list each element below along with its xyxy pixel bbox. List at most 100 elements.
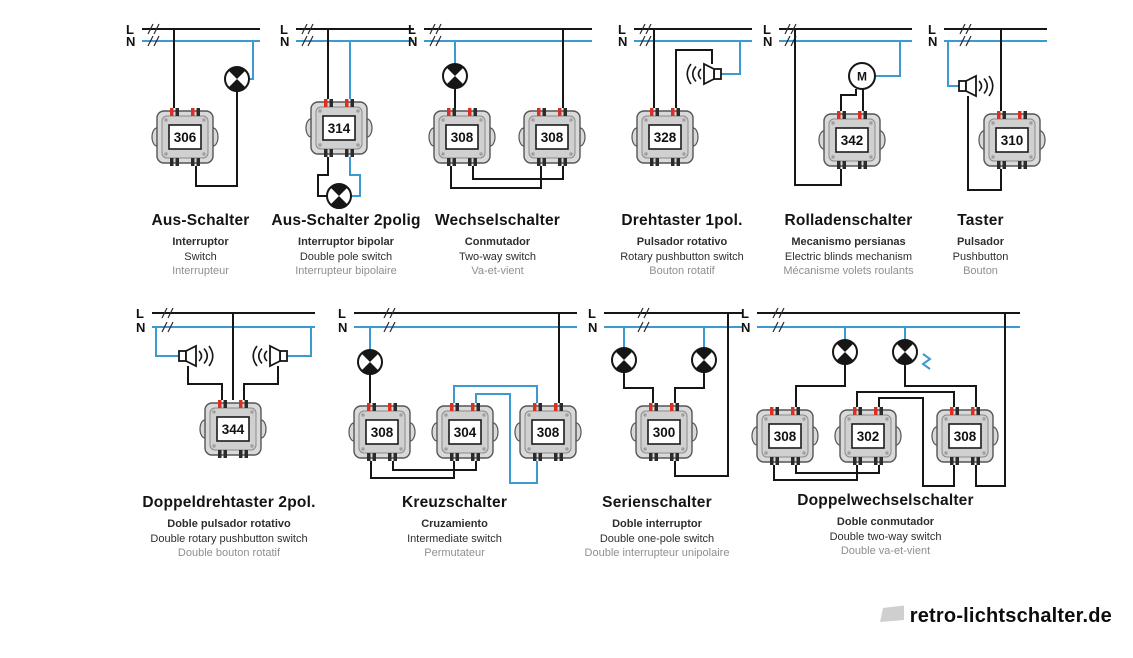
subtitle-fr: Bouton rotatif bbox=[649, 265, 715, 278]
neutral-label: N bbox=[741, 320, 750, 335]
switch-number: 344 bbox=[222, 422, 245, 437]
subtitle-fr: Double bouton rotatif bbox=[177, 547, 281, 560]
subtitle-es: Conmutador bbox=[464, 236, 531, 248]
diagram-caption: Doppeldrehtaster 2pol. Doble pulsador ro… bbox=[130, 494, 328, 561]
switch-number: 308 bbox=[954, 429, 977, 444]
diagram-caption: Taster Pulsador Pushbutton Bouton bbox=[908, 212, 1053, 279]
neutral-label: N bbox=[618, 34, 627, 49]
diagram-title: Doppeldrehtaster 2pol. bbox=[142, 494, 316, 511]
subtitle-en: Rotary pushbutton switch bbox=[620, 250, 744, 263]
site-logo: retro-lichtschalter.de bbox=[880, 604, 1112, 628]
switch-number: 306 bbox=[174, 130, 197, 145]
subtitle-fr: Bouton bbox=[963, 265, 998, 278]
subtitle-es: Doble conmutador bbox=[836, 516, 935, 528]
diagram-title: Doppelwechselschalter bbox=[797, 492, 974, 509]
subtitle-fr: Double va-et-vient bbox=[840, 545, 931, 558]
subtitle-en: Double one-pole switch bbox=[599, 532, 715, 545]
diagram-caption: Kreuzschalter Cruzamiento Intermediate s… bbox=[352, 494, 557, 561]
subtitle-es: Doble interruptor bbox=[612, 518, 702, 530]
circuit-taster: L N 310 bbox=[928, 22, 1047, 191]
phase-label: L bbox=[126, 22, 134, 37]
diagram-caption: Rolladenschalter Mecanismo persianas Ele… bbox=[756, 212, 941, 279]
lamp-icon bbox=[357, 348, 383, 376]
diagram-title: Wechselschalter bbox=[434, 212, 561, 229]
subtitle-en: Intermediate switch bbox=[407, 532, 502, 545]
subtitle-en: Double pole switch bbox=[299, 250, 393, 263]
switch-number: 328 bbox=[654, 130, 677, 145]
neutral-label: N bbox=[763, 34, 772, 49]
wiring bbox=[634, 23, 752, 108]
subtitle-es: Interruptor bbox=[172, 236, 229, 248]
wiring bbox=[354, 307, 577, 484]
subtitle-fr: Interrupteur bipolaire bbox=[295, 265, 397, 278]
subtitle-en: Double rotary pushbutton switch bbox=[150, 532, 308, 545]
logo-icon bbox=[880, 605, 904, 622]
neutral-label: N bbox=[408, 34, 417, 49]
circuit-aus-schalter: L N 306 bbox=[126, 22, 260, 187]
phase-label: L bbox=[136, 306, 144, 321]
logo-text: retro-lichtschalter.de bbox=[909, 605, 1112, 627]
subtitle-en: Pushbutton bbox=[952, 250, 1009, 263]
phase-label: L bbox=[928, 22, 936, 37]
circuit-drehtaster: L N 328 bbox=[618, 22, 752, 167]
circuit-doppelwechselschalter: L N 308 302 308 bbox=[741, 306, 1020, 487]
diagram-caption: Aus-Schalter Interruptor Switch Interrup… bbox=[118, 212, 283, 279]
wiring bbox=[779, 23, 912, 186]
phase-label: L bbox=[618, 22, 626, 37]
neutral-label: N bbox=[280, 34, 289, 49]
wiring bbox=[604, 307, 742, 477]
phase-label: L bbox=[588, 306, 596, 321]
circuit-rolladenschalter: L N M 342 bbox=[763, 22, 912, 186]
subtitle-es: Interruptor bipolar bbox=[298, 236, 394, 248]
circuit-doppeldrehtaster: L N 344 bbox=[136, 306, 315, 459]
switch-number: 302 bbox=[857, 429, 880, 444]
subtitle-fr: Double interrupteur unipolaire bbox=[584, 547, 730, 560]
wiring bbox=[296, 23, 414, 197]
circuit-aus-schalter-2polig: L N 314 bbox=[280, 22, 414, 210]
diagram-title: Rolladenschalter bbox=[784, 212, 913, 229]
switch-number: 300 bbox=[653, 425, 676, 440]
switch-number: 310 bbox=[1001, 133, 1024, 148]
lamp-icon bbox=[892, 338, 918, 366]
wiring bbox=[152, 307, 315, 400]
diagram-title: Serienschalter bbox=[602, 494, 712, 511]
switch-number: 308 bbox=[774, 429, 797, 444]
switch-number: 304 bbox=[454, 425, 477, 440]
circuit-serienschalter: L N 300 bbox=[588, 306, 742, 477]
wiring bbox=[944, 23, 1047, 191]
wiring bbox=[142, 23, 260, 187]
phase-label: L bbox=[280, 22, 288, 37]
subtitle-en: Two-way switch bbox=[458, 250, 537, 263]
neutral-label: N bbox=[928, 34, 937, 49]
switch-number: 308 bbox=[537, 425, 560, 440]
switch-number: 308 bbox=[371, 425, 394, 440]
phase-label: L bbox=[763, 22, 771, 37]
diagram-caption: Wechselschalter Conmutador Two-way switc… bbox=[405, 212, 590, 279]
subtitle-fr: Permutateur bbox=[424, 547, 485, 560]
subtitle-fr: Va-et-vient bbox=[471, 265, 524, 278]
buzzer-icon bbox=[178, 345, 214, 367]
diagram-title: Kreuzschalter bbox=[401, 494, 508, 511]
phase-label: L bbox=[408, 22, 416, 37]
lamp-icon bbox=[326, 182, 352, 210]
motor-label: M bbox=[857, 70, 867, 84]
neutral-label: N bbox=[126, 34, 135, 49]
lamp-icon bbox=[832, 338, 858, 366]
wiring bbox=[424, 23, 592, 189]
subtitle-en: Electric blinds mechanism bbox=[784, 250, 913, 263]
neutral-label: N bbox=[588, 320, 597, 335]
subtitle-es: Doble pulsador rotativo bbox=[167, 518, 291, 530]
switch-number: 342 bbox=[841, 133, 864, 148]
diagram-title: Taster bbox=[957, 212, 1004, 229]
wiring bbox=[757, 307, 1020, 487]
neutral-label: N bbox=[338, 320, 347, 335]
phase-label: L bbox=[741, 306, 749, 321]
circuit-wechselschalter: L N 308 308 bbox=[408, 22, 592, 189]
buzzer-icon bbox=[252, 345, 288, 367]
diagram-caption: Drehtaster 1pol. Pulsador rotativo Rotar… bbox=[598, 212, 766, 279]
diagram-title: Aus-Schalter bbox=[151, 212, 250, 229]
subtitle-fr: Interrupteur bbox=[172, 265, 229, 278]
neutral-label: N bbox=[136, 320, 145, 335]
subtitle-en: Double two-way switch bbox=[829, 530, 942, 543]
